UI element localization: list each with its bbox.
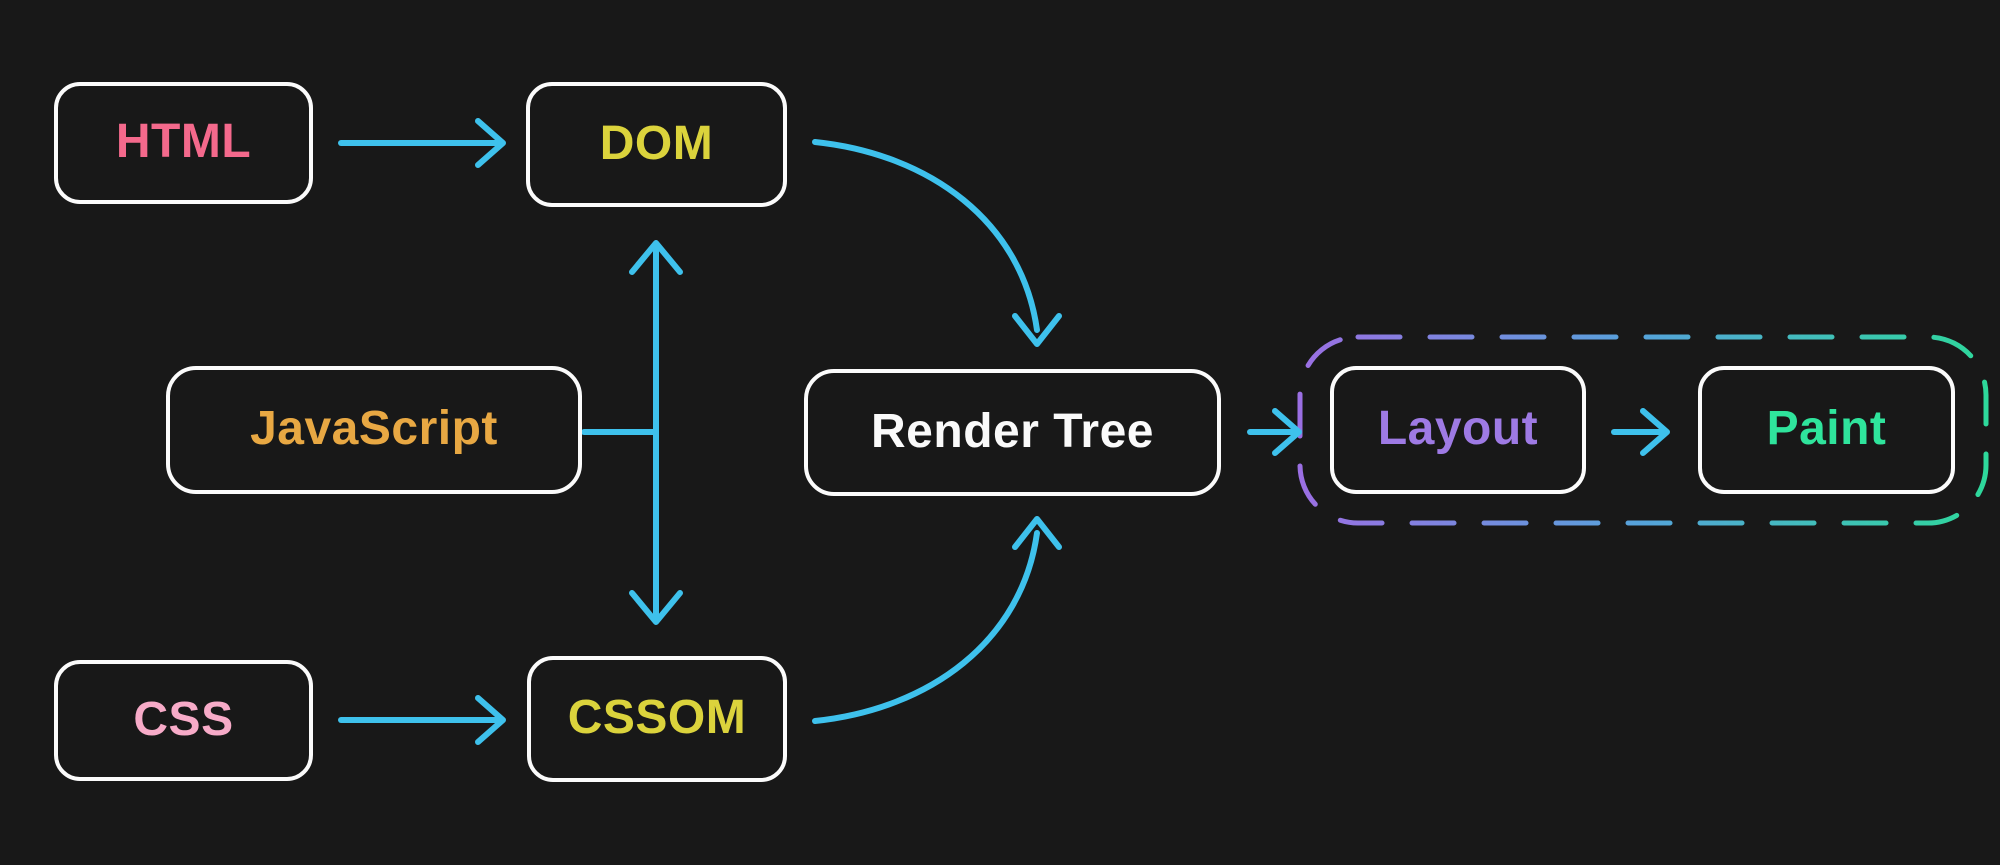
- arrow-dom-cssom-down-head: [629, 590, 683, 625]
- node-paint: Paint: [1698, 366, 1955, 494]
- node-render-tree: Render Tree: [804, 369, 1221, 496]
- node-layout-label: Layout: [1377, 402, 1539, 455]
- node-render-tree-label: Render Tree: [871, 404, 1154, 458]
- node-css-label: CSS: [133, 692, 234, 746]
- node-paint-label: Paint: [1766, 402, 1887, 455]
- arrow-cssom-to-render-tree: [812, 530, 1040, 724]
- node-cssom: CSSOM: [527, 656, 787, 782]
- arrow-html-to-dom-head: [475, 118, 506, 168]
- node-cssom-label: CSSOM: [567, 691, 747, 744]
- node-dom-label: DOM: [599, 116, 714, 170]
- arrow-dom-cssom-up-head: [629, 240, 683, 275]
- node-html-label: HTML: [115, 115, 252, 168]
- arrow-layer: [338, 118, 1670, 745]
- node-css: CSS: [54, 660, 313, 781]
- node-html: HTML: [54, 82, 313, 204]
- node-javascript: JavaScript: [166, 366, 582, 494]
- node-dom: DOM: [526, 82, 787, 207]
- node-javascript-label: JavaScript: [250, 402, 498, 455]
- arrow-dom-to-render-tree-head: [1012, 313, 1062, 347]
- node-layout: Layout: [1330, 366, 1586, 494]
- arrow-dom-to-render-tree: [812, 139, 1040, 333]
- arrow-css-to-cssom-head: [475, 695, 506, 745]
- arrow-layout-to-paint-head: [1640, 408, 1670, 456]
- arrow-cssom-to-render-tree-head: [1012, 516, 1062, 550]
- arrow-render-tree-to-layout-head: [1272, 408, 1302, 456]
